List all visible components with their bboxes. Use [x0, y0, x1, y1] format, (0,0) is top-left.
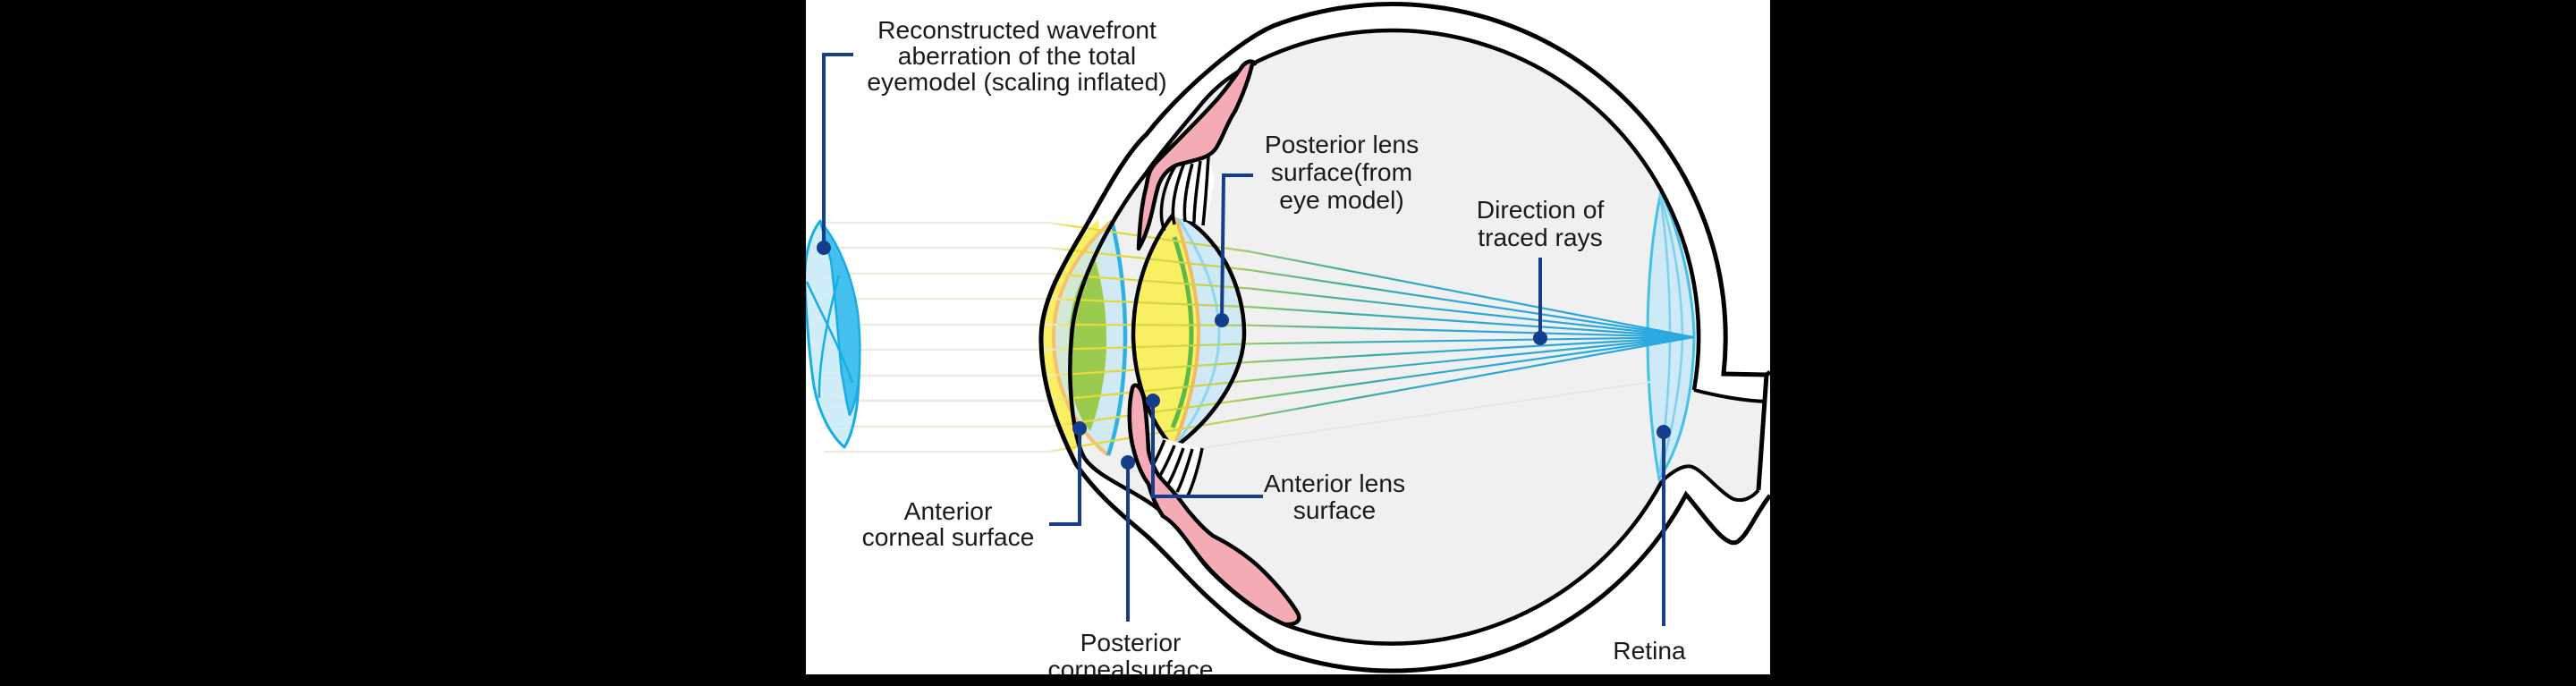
svg-text:Posterior: Posterior [1080, 628, 1182, 656]
svg-text:aberration of the total: aberration of the total [898, 41, 1136, 70]
svg-text:Direction of: Direction of [1477, 195, 1605, 224]
svg-text:surface: surface [1293, 495, 1376, 524]
svg-text:eye model): eye model) [1279, 185, 1403, 214]
svg-text:surface(from: surface(from [1271, 157, 1412, 186]
svg-text:Retina: Retina [1613, 636, 1686, 665]
svg-text:corneal surface: corneal surface [862, 522, 1035, 551]
svg-text:Reconstructed wavefront: Reconstructed wavefront [877, 15, 1157, 44]
svg-text:cornealsurface: cornealsurface [1048, 655, 1214, 674]
svg-text:Posterior lens: Posterior lens [1265, 130, 1419, 158]
svg-text:traced rays: traced rays [1478, 223, 1602, 251]
svg-text:Anterior: Anterior [904, 496, 993, 525]
svg-text:eyemodel (scaling inflated): eyemodel (scaling inflated) [867, 67, 1166, 96]
svg-text:Anterior lens: Anterior lens [1264, 469, 1405, 497]
